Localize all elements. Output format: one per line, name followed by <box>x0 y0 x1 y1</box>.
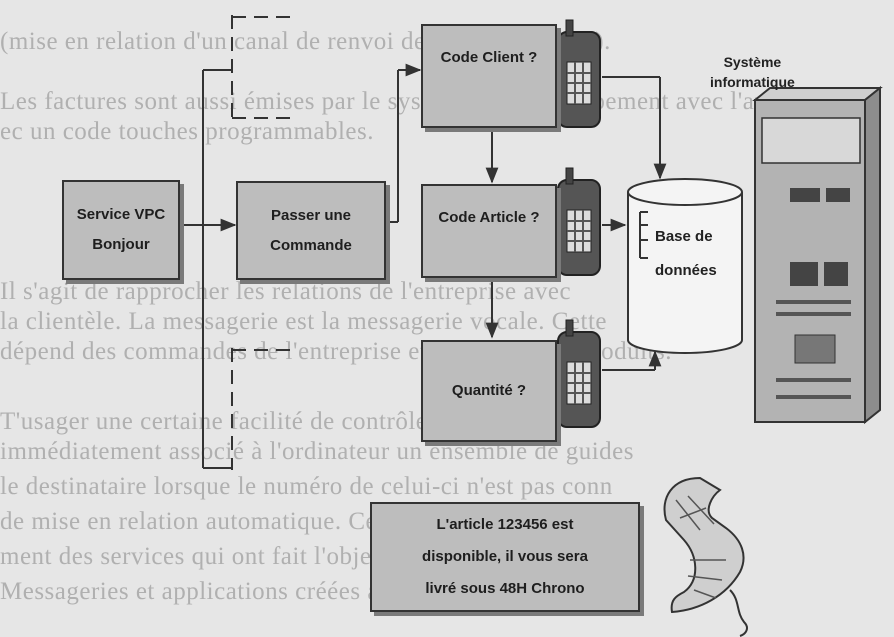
service-line-1: Service VPC <box>77 200 165 230</box>
database-line-2: données <box>655 254 717 288</box>
code-article-box: Code Article ? <box>421 184 557 278</box>
message-line-3: livré sous 48H Chrono <box>422 573 588 605</box>
quantite-box: Quantité ? <box>421 340 557 442</box>
service-vpc-box: Service VPC Bonjour <box>62 180 180 280</box>
commande-line-2: Commande <box>270 231 352 261</box>
phone-icon <box>558 320 600 427</box>
message-line-1: L'article 123456 est <box>422 509 588 541</box>
handset-icon <box>664 478 746 636</box>
passer-commande-box: Passer une Commande <box>236 181 386 280</box>
system-line-2: informatique <box>710 72 795 92</box>
phone-icon <box>558 20 600 127</box>
message-box: L'article 123456 est disponible, il vous… <box>370 502 640 612</box>
phone-icon <box>558 168 600 275</box>
quantite-label: Quantité ? <box>452 376 526 406</box>
commande-line-1: Passer une <box>270 201 352 231</box>
system-line-1: Système <box>710 52 795 72</box>
code-client-label: Code Client ? <box>441 43 538 73</box>
message-line-2: disponible, il vous sera <box>422 541 588 573</box>
code-client-box: Code Client ? <box>421 24 557 128</box>
database-line-1: Base de <box>655 220 717 254</box>
system-label: Système informatique <box>710 52 795 92</box>
database-label: Base de données <box>655 220 717 288</box>
server-icon <box>755 88 880 422</box>
code-article-label: Code Article ? <box>438 203 539 233</box>
service-line-2: Bonjour <box>77 230 165 260</box>
